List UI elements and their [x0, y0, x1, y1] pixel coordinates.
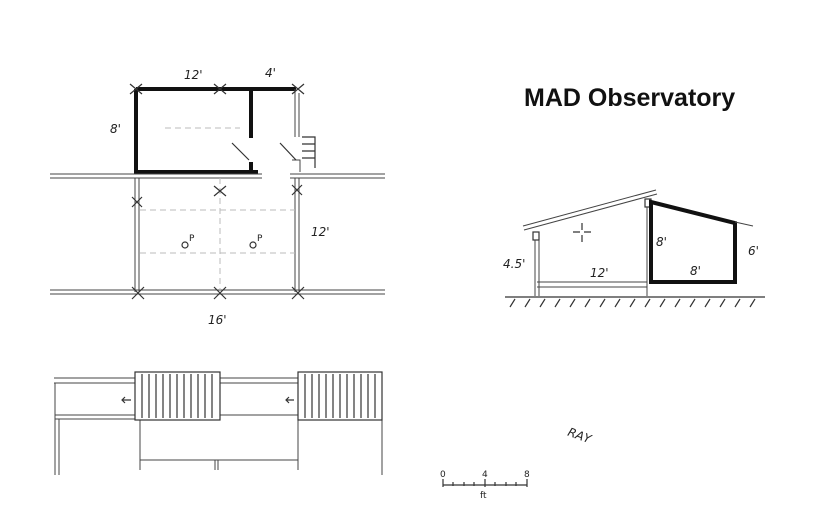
section-view: 4.5' 12' 8' 8' 6' [503, 189, 765, 308]
dim-room-height: 8' [656, 235, 667, 249]
crosshair-icon [573, 223, 591, 242]
dim-right-height: 6' [748, 244, 759, 258]
post-marks [129, 83, 305, 300]
dim-left: 8' [110, 122, 121, 136]
rail-posts [134, 178, 300, 292]
deck [534, 240, 647, 296]
guide-lines [140, 127, 295, 290]
pier-icon [181, 241, 189, 249]
pier-label: P [189, 234, 195, 244]
front-elevation [54, 371, 383, 475]
elevation-frame [54, 377, 383, 475]
roof-right [646, 207, 754, 296]
arrow-left-icon [121, 396, 294, 404]
signature: RAY [566, 425, 595, 447]
dim-top-side: 4' [265, 66, 276, 80]
room-section [649, 199, 737, 284]
dim-left-height: 4.5' [503, 257, 525, 271]
pier-icon [249, 241, 257, 249]
dim-room-width: 8' [690, 264, 701, 278]
side-wall [292, 89, 301, 172]
pier-label: P [257, 234, 263, 244]
ground-hatch [505, 296, 765, 308]
beam-left [532, 231, 540, 241]
scale-unit: ft [480, 491, 487, 501]
title: MAD Observatory [524, 84, 735, 112]
door-swings [231, 142, 297, 161]
dim-top-main: 12' [184, 68, 203, 82]
dim-floor: 12' [590, 266, 609, 280]
stairs [302, 136, 316, 168]
scale-bar: 0 4 8 ft [440, 470, 530, 501]
floor-plan: P P 12' 4' 8' 12' 16' [50, 66, 385, 327]
scale-tick-label: 0 [440, 470, 446, 480]
room-walls [134, 87, 296, 174]
scale-tick-label: 8 [524, 470, 530, 480]
roll-off-roof-right [297, 371, 383, 421]
dim-right: 12' [311, 225, 330, 239]
dim-bottom: 16' [208, 313, 227, 327]
roof-left [522, 189, 658, 231]
rail-top [50, 173, 385, 179]
scale-tick-label: 4 [482, 470, 488, 480]
roll-off-roof-left [134, 371, 221, 421]
roof-hatching [141, 374, 376, 418]
